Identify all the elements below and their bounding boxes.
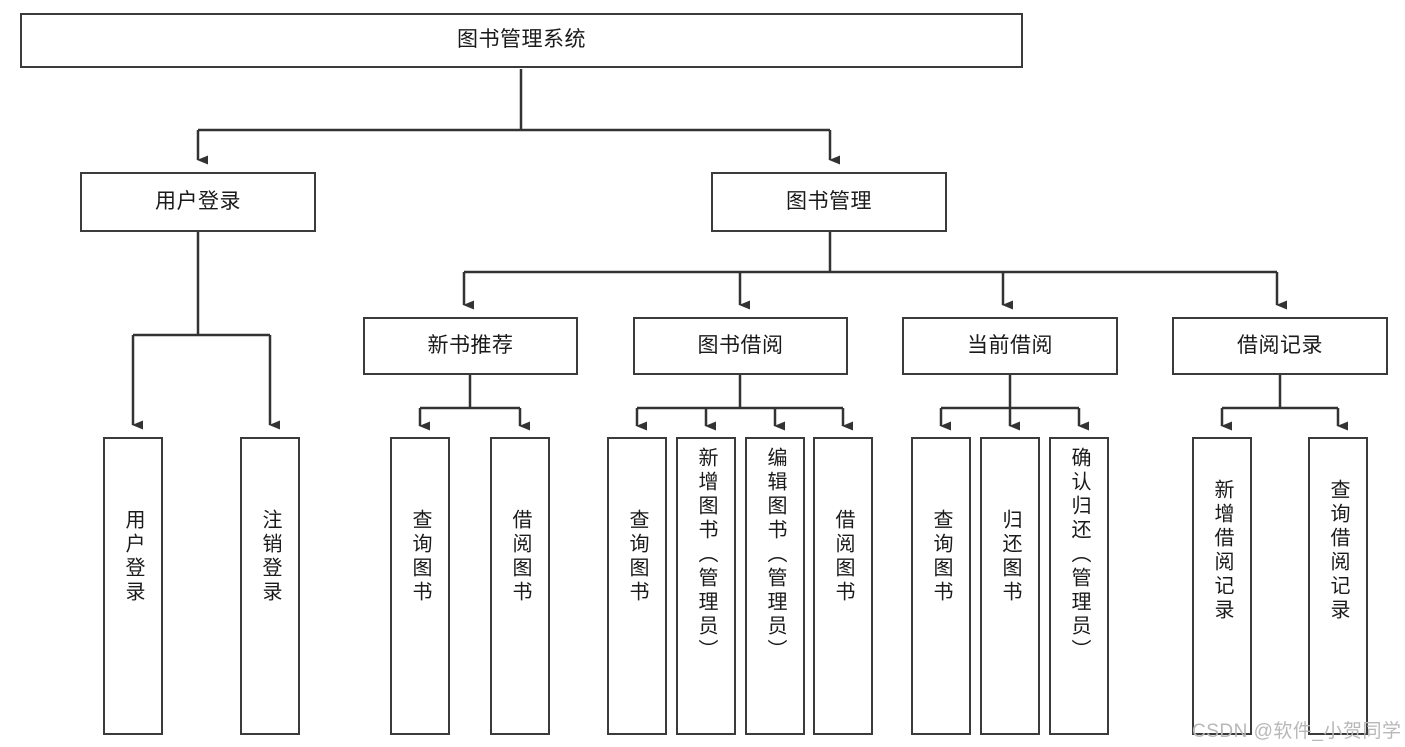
node-book-borrow[interactable]: 图书借阅	[633, 317, 848, 375]
node-new-book-recommend-label: 新书推荐	[427, 333, 514, 357]
node-leaf-return-book[interactable]: 归还图书	[980, 437, 1040, 735]
node-leaf-add-record-label: 新增借阅记录	[1211, 479, 1233, 623]
node-leaf-add-record[interactable]: 新增借阅记录	[1192, 437, 1252, 735]
node-leaf-borrow-book-2-label: 借阅图书	[832, 509, 854, 605]
node-root-label: 图书管理系统	[457, 28, 586, 52]
node-leaf-edit-book-label: 编辑图书（管理员）	[764, 447, 786, 663]
node-leaf-user-logout-label: 注销登录	[259, 509, 281, 605]
node-leaf-confirm-return-label: 确认归还（管理员）	[1068, 447, 1090, 663]
node-leaf-query-book-1[interactable]: 查询图书	[390, 437, 450, 735]
node-leaf-user-logout[interactable]: 注销登录	[240, 437, 300, 735]
node-leaf-return-book-label: 归还图书	[999, 509, 1021, 605]
node-leaf-confirm-return[interactable]: 确认归还（管理员）	[1049, 437, 1109, 735]
node-leaf-query-record-label: 查询借阅记录	[1327, 479, 1349, 623]
node-leaf-query-book-3[interactable]: 查询图书	[911, 437, 971, 735]
node-leaf-user-login[interactable]: 用户登录	[103, 437, 163, 735]
node-book-borrow-label: 图书借阅	[697, 333, 784, 357]
node-root[interactable]: 图书管理系统	[20, 13, 1023, 68]
node-current-borrow-label: 当前借阅	[967, 333, 1053, 357]
node-leaf-query-book-2-label: 查询图书	[626, 509, 648, 605]
node-current-borrow[interactable]: 当前借阅	[902, 317, 1118, 375]
node-borrow-record-label: 借阅记录	[1237, 333, 1323, 357]
node-leaf-add-book-label: 新增图书（管理员）	[695, 447, 717, 663]
node-leaf-query-book-1-label: 查询图书	[409, 509, 431, 605]
node-user-login[interactable]: 用户登录	[80, 172, 316, 232]
node-leaf-user-login-label: 用户登录	[122, 509, 144, 605]
node-user-login-label: 用户登录	[155, 189, 241, 213]
node-leaf-query-record[interactable]: 查询借阅记录	[1308, 437, 1368, 735]
node-new-book-recommend[interactable]: 新书推荐	[363, 317, 578, 375]
node-leaf-add-book[interactable]: 新增图书（管理员）	[676, 437, 736, 735]
node-book-manage-label: 图书管理	[786, 189, 872, 213]
node-borrow-record[interactable]: 借阅记录	[1172, 317, 1388, 375]
node-leaf-edit-book[interactable]: 编辑图书（管理员）	[745, 437, 805, 735]
node-leaf-query-book-2[interactable]: 查询图书	[607, 437, 667, 735]
node-leaf-borrow-book-1-label: 借阅图书	[509, 509, 531, 605]
node-book-manage[interactable]: 图书管理	[711, 172, 947, 232]
node-leaf-borrow-book-1[interactable]: 借阅图书	[490, 437, 550, 735]
node-leaf-query-book-3-label: 查询图书	[930, 509, 952, 605]
node-leaf-borrow-book-2[interactable]: 借阅图书	[813, 437, 873, 735]
